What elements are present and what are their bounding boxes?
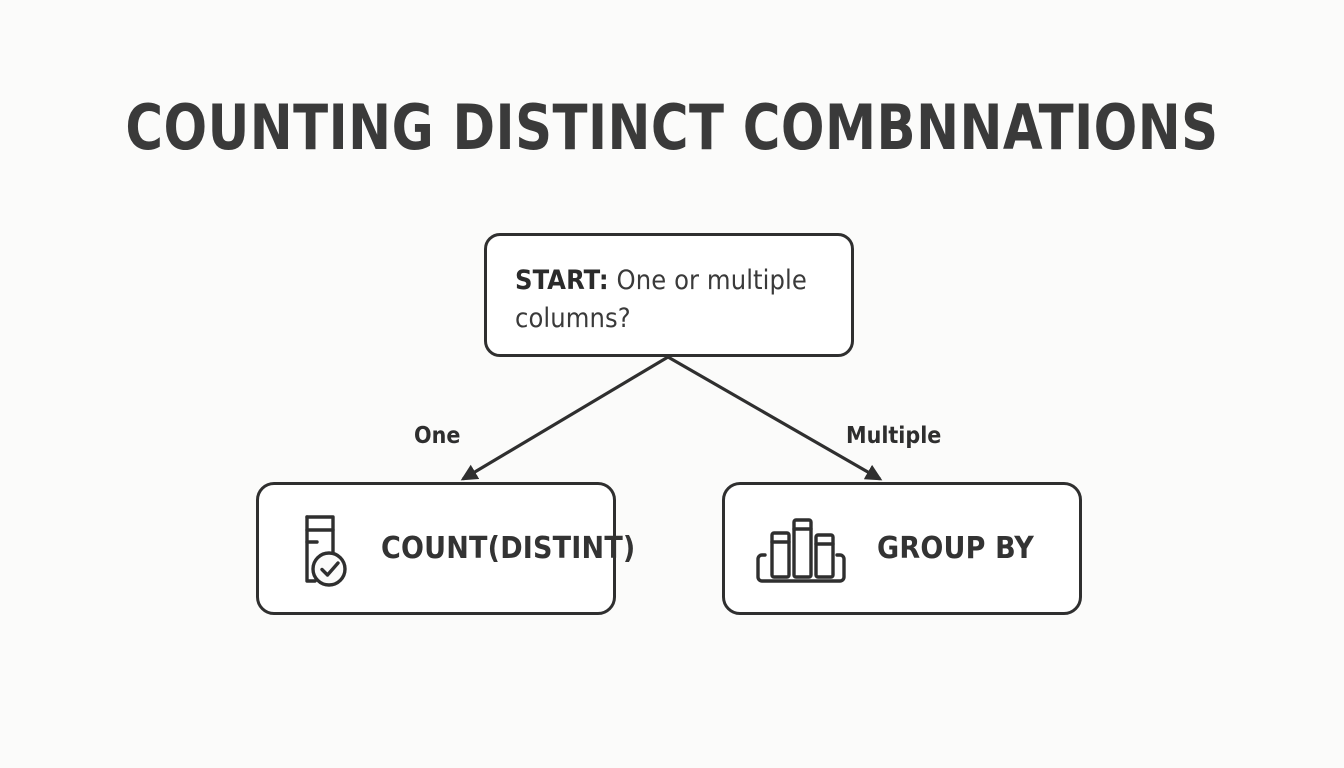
edge-label-one: One: [414, 423, 461, 449]
page-title: COUNTING DISTINCT COMBNNATIONS: [125, 91, 1219, 164]
node-start[interactable]: START: One or multiple columns?: [484, 233, 854, 357]
edge-label-multiple: Multiple: [846, 423, 942, 449]
bar-chart-bracket-icon: [756, 517, 846, 583]
node-count-distinct-label: COUNT(DISTINT): [381, 531, 636, 566]
node-start-label-line2: columns?: [515, 303, 631, 334]
node-start-label-rest: One or multiple: [608, 265, 807, 296]
column-check-icon: [305, 514, 347, 587]
edge-start-to-count: [460, 355, 669, 481]
node-start-label-bold: START:: [515, 265, 609, 296]
node-group-by-label: GROUP BY: [877, 531, 1035, 566]
node-count-distinct[interactable]: COUNT(DISTINT): [256, 482, 635, 615]
edge-start-to-group: [667, 355, 883, 481]
node-group-by[interactable]: GROUP BY: [722, 482, 1082, 615]
node-start-text: START: One or multiple columns?: [515, 262, 823, 338]
